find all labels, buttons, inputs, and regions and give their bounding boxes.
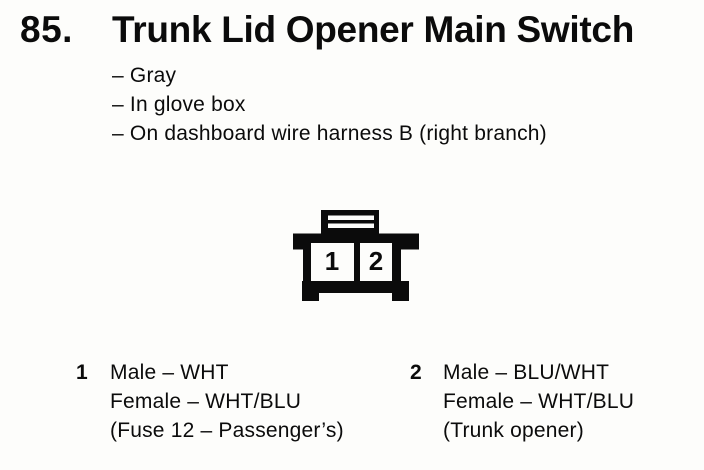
connector-right-wall (392, 233, 401, 282)
connector-bottom-rail (303, 281, 409, 293)
connector-right-foot (392, 281, 409, 301)
connector-left-foot (302, 281, 319, 301)
pin-2-description: Male – BLU/WHT Female – WHT/BLU (Trunk o… (443, 358, 634, 445)
connector-right-wing (401, 233, 419, 250)
pin-1-female-wire: Female – WHT/BLU (110, 390, 302, 413)
pin-2-circuit: (Trunk opener) (443, 419, 584, 442)
pin-1-male-wire: Male – WHT (110, 361, 229, 384)
connector-attribute-harness: – On dashboard wire harness B (right bra… (112, 122, 547, 145)
connector-left-wing (293, 233, 303, 250)
page-title: Trunk Lid Opener Main Switch (112, 9, 634, 50)
pin-1-circuit: (Fuse 12 – Passenger’s) (110, 419, 344, 442)
connector-cavity-divider (354, 243, 360, 281)
connector-attribute-list: – Gray – In glove box – On dashboard wir… (112, 61, 547, 148)
pin-2-number: 2 (410, 361, 422, 384)
pin-2-female-wire: Female – WHT/BLU (443, 390, 635, 413)
pin-1-number: 1 (76, 361, 88, 384)
connector-left-wall (303, 233, 311, 282)
connector-cavity-2-label: 2 (369, 246, 383, 276)
pin-1-description: Male – WHT Female – WHT/BLU (Fuse 12 – P… (110, 358, 344, 445)
connector-top-bar (293, 233, 418, 243)
connector-cavity-1-label: 1 (325, 246, 339, 276)
connector-attribute-location: – In glove box (112, 93, 246, 116)
connector-outline (293, 210, 419, 301)
connector-tab (321, 210, 379, 234)
connector-diagram: 1 2 (293, 210, 419, 301)
connector-attribute-color: – Gray (112, 64, 177, 87)
pin-2-male-wire: Male – BLU/WHT (443, 361, 610, 384)
connector-tab-slots (328, 215, 374, 228)
section-number: 85. (20, 9, 73, 50)
